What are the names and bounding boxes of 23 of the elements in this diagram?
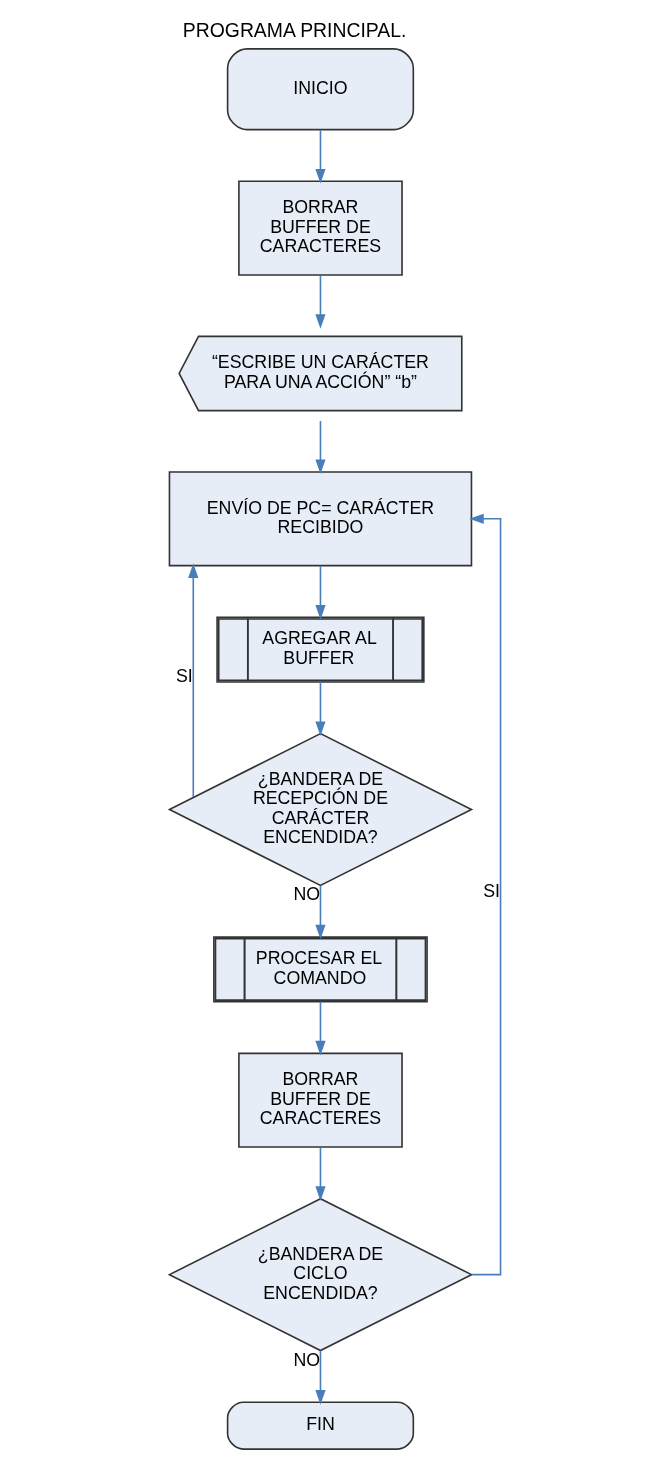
arrow: [469, 513, 502, 1276]
diagram-title: PROGRAMA PRINCIPAL.: [182, 18, 407, 41]
arrow: [315, 1349, 326, 1405]
node-box: ENVÍO DE PC= CARÁCTER RECIBIDO: [168, 471, 473, 567]
arrow: [315, 1000, 326, 1056]
node-box: FIN: [226, 1401, 415, 1450]
arrow: [188, 563, 199, 798]
node-box: INICIO: [226, 48, 415, 131]
node-box: BORRAR BUFFER DE CARACTERES: [238, 1052, 403, 1148]
node-box: BORRAR BUFFER DE CARACTERES: [238, 180, 403, 276]
node-diamond: ¿BANDERA DE CICLO ENCENDIDA?: [167, 1197, 474, 1352]
arrow: [315, 681, 326, 737]
edge-label: SI: [176, 665, 193, 686]
arrow: [315, 1146, 326, 1201]
edge-label: NO: [293, 1349, 321, 1370]
node-diamond: ¿BANDERA DE RECEPCIÓN DE CARÁCTER ENCENDIDA?: [167, 732, 474, 887]
arrow: [315, 129, 326, 184]
edge-label: SI: [483, 881, 501, 902]
arrow: [315, 884, 326, 940]
arrow: [315, 565, 326, 620]
edge-label: NO: [293, 884, 321, 905]
arrow: [315, 274, 326, 329]
arrow: [315, 420, 326, 475]
